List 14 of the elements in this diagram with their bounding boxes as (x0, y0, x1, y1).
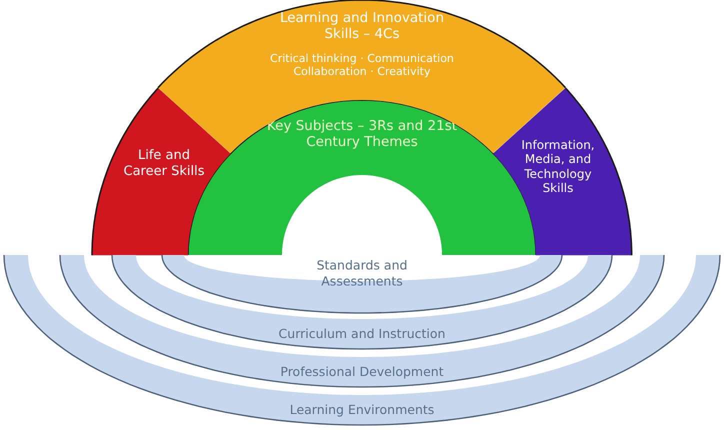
segment-label: Learning and Innovation Skills – 4Cs (278, 10, 446, 42)
arch-segment (92, 88, 231, 255)
ring-label: Learning Environments (290, 402, 434, 418)
ring-band (162, 255, 562, 313)
segment-label: Information, Media, and Technology Skills (520, 138, 596, 196)
ring-label: Standards and Assessments (316, 257, 408, 289)
ring-band (112, 255, 612, 349)
ring-band (4, 255, 720, 425)
ring-label: Curriculum and Instruction (278, 326, 446, 342)
segment-label: Life and Career Skills (122, 148, 206, 180)
ring-band (60, 255, 664, 387)
arch-segment (493, 88, 632, 255)
segment-label: Critical thinking · Communication Collaboration · Creativity (269, 52, 455, 78)
ring-label: Professional Development (280, 364, 444, 380)
